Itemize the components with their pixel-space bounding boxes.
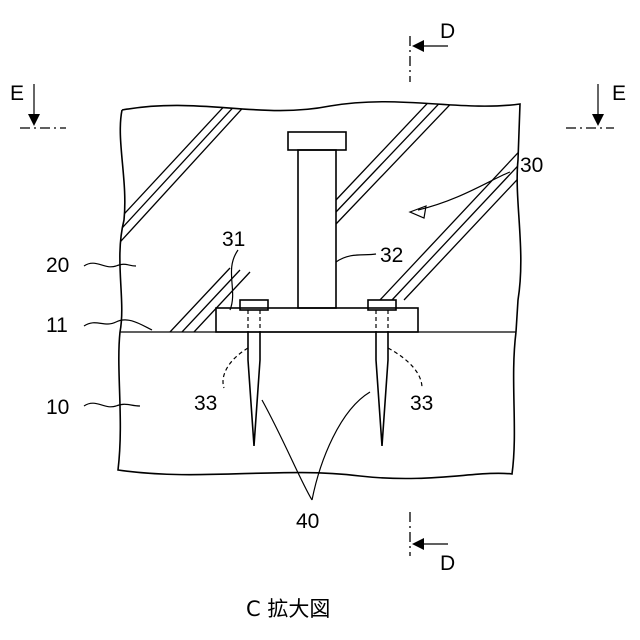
label-32: 32 — [380, 244, 403, 267]
label-30: 30 — [520, 154, 543, 177]
section-e-markers — [20, 84, 614, 128]
leader-lines — [84, 172, 510, 500]
label-31: 31 — [222, 228, 245, 251]
left-nail-40 — [248, 332, 260, 446]
fastener-30 — [216, 132, 418, 446]
label-20: 20 — [46, 254, 69, 277]
label-10: 10 — [46, 396, 69, 419]
label-33-right: 33 — [410, 392, 433, 415]
section-d-top-label: D — [440, 20, 455, 43]
section-e-right-label: E — [612, 82, 626, 105]
section-d-bottom-label: D — [440, 552, 455, 575]
label-40: 40 — [296, 510, 319, 533]
upper-block-20 — [100, 90, 530, 332]
shaft-32 — [298, 150, 336, 308]
lower-block-10 — [118, 332, 516, 479]
label-33-left: 33 — [194, 392, 217, 415]
figure-caption: C 拡大図 — [246, 597, 330, 621]
fastener-head — [288, 132, 346, 150]
label-11: 11 — [46, 314, 68, 337]
hatching — [100, 90, 530, 332]
section-e-left-label: E — [10, 82, 24, 105]
right-nail-40 — [376, 332, 388, 446]
